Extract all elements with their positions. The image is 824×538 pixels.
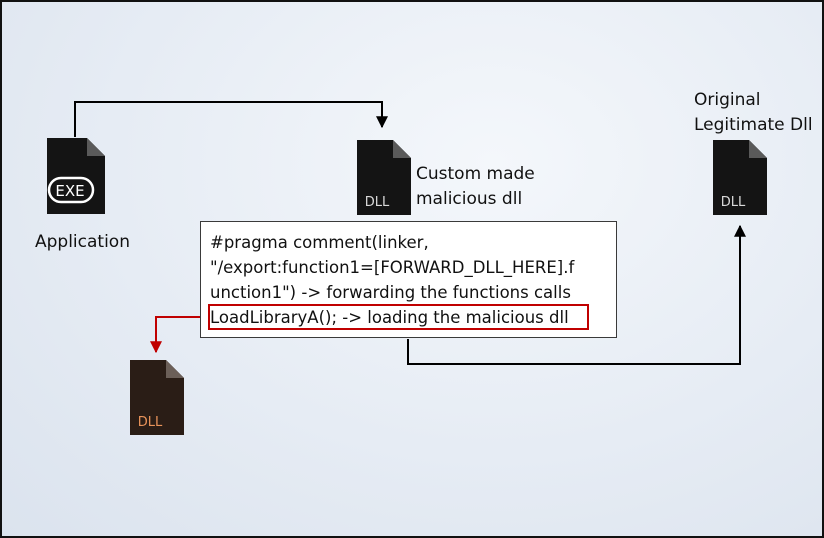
malicious-dll-icon-text: DLL (365, 195, 390, 210)
original-dll-icon: DLL (713, 140, 767, 215)
arrow-code-to-original-dll (407, 224, 746, 365)
code-box: #pragma comment(linker, "/export:functio… (200, 221, 617, 338)
loaded-dll-icon-text: DLL (138, 415, 163, 430)
application-label: Application (35, 232, 130, 252)
loaded-dll-icon: DLL (130, 360, 184, 435)
code-line-4: LoadLibraryA(); -> loading the malicious… (210, 308, 569, 327)
original-dll-icon-text: DLL (721, 195, 746, 210)
malicious-dll-label-line-1: Custom made (416, 164, 535, 184)
code-line-1: #pragma comment(linker, (210, 233, 429, 252)
exe-file-icon: EXE (47, 138, 105, 214)
code-line-2: "/export:function1=[FORWARD_DLL_HERE].f (210, 258, 575, 277)
malicious-dll-icon: DLL (357, 140, 411, 215)
original-dll-label-line-2: Legitimate Dll (694, 115, 813, 135)
arrow-loadlibrary-to-loaded-dll (150, 316, 208, 354)
original-dll-label-line-1: Original (694, 90, 761, 110)
exe-icon-text: EXE (55, 182, 84, 200)
arrow-exe-to-malicious-dll (74, 101, 388, 137)
malicious-dll-label-line-2: malicious dll (416, 189, 523, 209)
code-line-3: unction1") -> forwarding the functions c… (210, 283, 571, 302)
loadlibrary-highlight-box (208, 304, 589, 330)
